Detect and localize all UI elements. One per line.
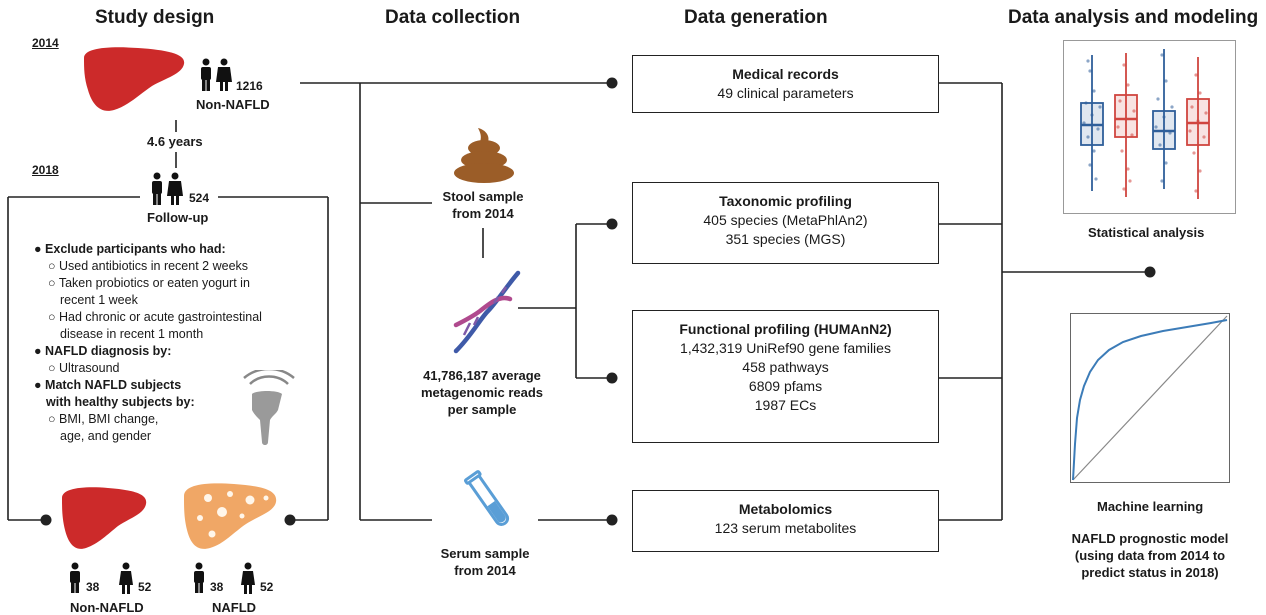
functional-detail-1: 1,432,319 UniRef90 gene families bbox=[680, 340, 891, 356]
count-2018: 524 bbox=[189, 191, 210, 205]
functional-profiling-box: Functional profiling (HUMAnN2) 1,432,319… bbox=[632, 310, 939, 443]
stool-icon bbox=[454, 128, 514, 183]
header-study-design: Study design bbox=[95, 7, 215, 28]
functional-detail-3: 6809 pfams bbox=[748, 378, 823, 394]
criteria-diag-1: ○ Ultrasound bbox=[48, 361, 120, 375]
test-tube-icon bbox=[463, 470, 509, 526]
people-icon bbox=[201, 58, 232, 91]
label-follow-up: Follow-up bbox=[147, 210, 209, 225]
year-2014-label: 2014 bbox=[32, 36, 59, 50]
count-nafld-male: 38 bbox=[210, 580, 224, 594]
female-icon bbox=[119, 562, 133, 594]
functional-profiling-title: Functional profiling (HUMAnN2) bbox=[679, 321, 892, 337]
interval-label: 4.6 years bbox=[147, 134, 203, 149]
header-data-generation: Data generation bbox=[684, 7, 828, 28]
male-icon bbox=[194, 562, 204, 593]
female-icon bbox=[241, 562, 255, 594]
taxonomic-detail-2: 351 species (MGS) bbox=[725, 231, 846, 247]
criteria-exclude-title: ● Exclude participants who had: bbox=[34, 242, 226, 256]
criteria-list: ● Exclude participants who had: ○ Used a… bbox=[34, 241, 324, 445]
metabolomics-title: Metabolomics bbox=[738, 501, 833, 517]
year-2018-label: 2018 bbox=[32, 163, 59, 177]
count-nafld-female: 52 bbox=[260, 580, 274, 594]
taxonomic-detail-1: 405 species (MetaPhlAn2) bbox=[703, 212, 868, 228]
criteria-match-1: ○ BMI, BMI change,age, and gender bbox=[48, 412, 159, 443]
people-icon bbox=[152, 172, 183, 205]
taxonomic-profiling-title: Taxonomic profiling bbox=[719, 193, 852, 209]
liver-red-icon bbox=[62, 487, 147, 549]
criteria-diag-title: ● NAFLD diagnosis by: bbox=[34, 344, 172, 358]
roc-panel bbox=[1070, 313, 1230, 483]
header-data-collection: Data collection bbox=[385, 7, 521, 28]
criteria-exclude-1: ○ Used antibiotics in recent 2 weeks bbox=[48, 259, 249, 273]
metabolomics-detail: 123 serum metabolites bbox=[714, 520, 857, 536]
statistical-analysis-label: Statistical analysis bbox=[1088, 225, 1205, 240]
dna-icon bbox=[453, 270, 521, 354]
prognostic-model-label: NAFLD prognostic model(using data from 2… bbox=[1071, 531, 1229, 580]
medical-records-box: Medical records 49 clinical parameters bbox=[632, 55, 939, 113]
liver-fatty-icon bbox=[184, 483, 277, 549]
medical-records-title: Medical records bbox=[732, 66, 839, 82]
boxplot-illustration bbox=[1080, 49, 1210, 199]
label-nafld-group: NAFLD bbox=[212, 600, 257, 615]
header-data-analysis: Data analysis and modeling bbox=[1008, 7, 1259, 28]
machine-learning-label: Machine learning bbox=[1097, 499, 1204, 514]
liver-red-icon bbox=[84, 47, 185, 111]
functional-detail-4: 1987 ECs bbox=[754, 397, 817, 413]
count-2014: 1216 bbox=[236, 79, 263, 93]
taxonomic-profiling-box: Taxonomic profiling 405 species (MetaPhl… bbox=[632, 182, 939, 264]
metabolomics-box: Metabolomics 123 serum metabolites bbox=[632, 490, 939, 552]
functional-detail-2: 458 pathways bbox=[742, 359, 829, 375]
count-non-nafld-female: 52 bbox=[138, 580, 152, 594]
roc-curve-illustration bbox=[1072, 315, 1228, 481]
label-non-nafld-2014: Non-NAFLD bbox=[196, 97, 270, 112]
medical-records-detail: 49 clinical parameters bbox=[717, 85, 854, 101]
male-icon bbox=[70, 562, 80, 593]
count-non-nafld-male: 38 bbox=[86, 580, 100, 594]
label-non-nafld-group: Non-NAFLD bbox=[70, 600, 144, 615]
ultrasound-icon bbox=[243, 370, 295, 445]
boxplot-panel bbox=[1063, 40, 1236, 214]
